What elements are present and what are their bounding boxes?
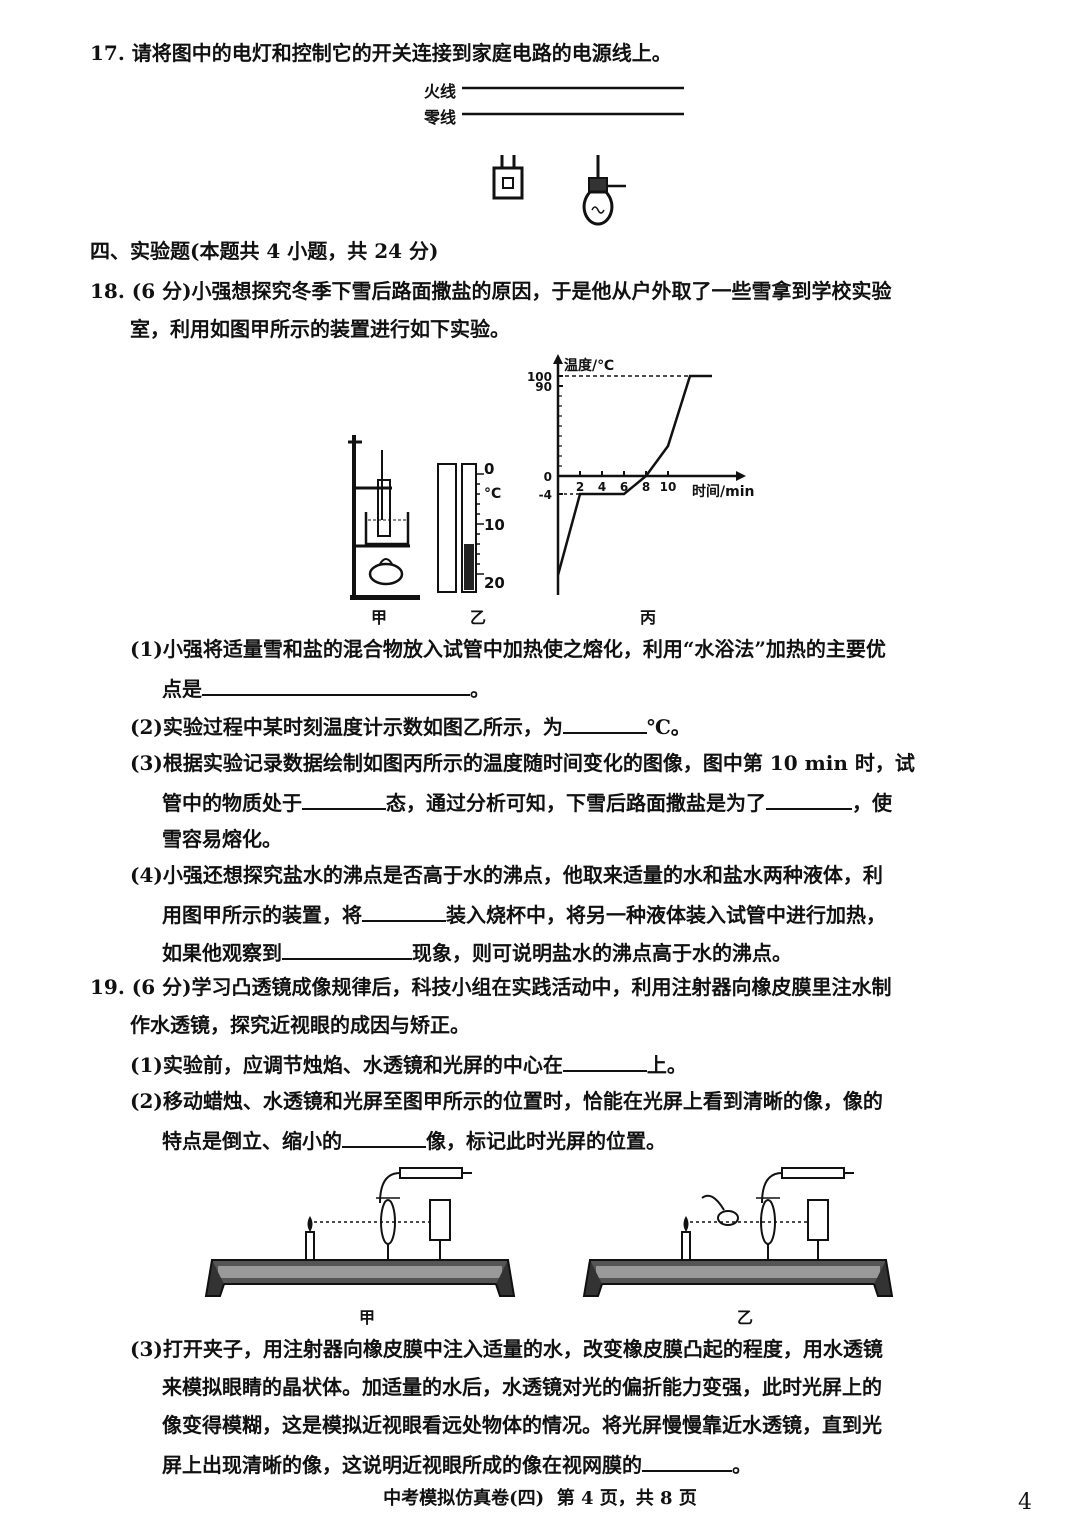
y-tick-label: 0	[544, 470, 552, 484]
glasses-icon	[701, 1194, 739, 1226]
y-tick-label: -4	[539, 488, 552, 502]
q18-p3-b2: 态，通过分析可知，下雪后路面撒盐是为了	[386, 791, 766, 815]
figure-jia-optical-bench	[204, 1167, 516, 1297]
figure-yi-thermometer	[437, 463, 484, 593]
fig-label-yi-19: 乙	[737, 1308, 754, 1327]
q19-p2-b1: 特点是倒立、缩小的	[162, 1129, 342, 1153]
q18-p1-lead: 点是	[162, 677, 202, 701]
q19-p1-end: 上。	[646, 1053, 687, 1077]
candle-icon	[681, 1216, 691, 1261]
page-number-mark: 4	[1018, 1490, 1032, 1515]
chart-y-axis-label: 温度/℃	[564, 357, 614, 374]
q18-p3-line-b: 管中的物质处于 态，通过分析可知，下雪后路面撒盐是为了 ，使	[162, 788, 892, 816]
q18-p1-line-b: 点是 。	[162, 674, 490, 702]
q19-line2: 作水透镜，探究近视眼的成因与矫正。	[130, 1013, 470, 1037]
water-lens-icon	[756, 1197, 780, 1260]
q18-p4-line-b: 用图甲所示的装置，将 装入烧杯中，将另一种液体装入试管中进行加热，	[162, 900, 886, 928]
q19-p2-b2: 像，标记此时光屏的位置。	[426, 1129, 666, 1153]
screen-icon	[807, 1199, 829, 1260]
q18-p4-b2: 装入烧杯中，将另一种液体装入试管中进行加热，	[446, 903, 886, 927]
q19-p3-line-b: 来模拟眼睛的晶状体。加适量的水后，水透镜对光的偏折能力变强，此时光屏上的	[162, 1375, 882, 1399]
thermo-tick-10: 10	[484, 516, 505, 534]
answer-blank[interactable]	[282, 938, 412, 960]
series-line-0	[556, 374, 712, 576]
answer-blank[interactable]	[302, 788, 386, 810]
answer-blank[interactable]	[562, 1050, 647, 1072]
water-lens-icon	[376, 1197, 400, 1260]
fig-label-jia: 甲	[371, 608, 388, 627]
answer-blank[interactable]	[766, 788, 852, 810]
q19-p2-line-b: 特点是倒立、缩小的 像，标记此时光屏的位置。	[162, 1126, 666, 1154]
light-bulb-icon	[582, 155, 626, 226]
q19-p1: (1)实验前，应调节烛焰、水透镜和光屏的中心在 上。	[130, 1050, 687, 1078]
x-tick-label: 2	[576, 480, 584, 494]
q18-p2: (2)实验过程中某时刻温度计示数如图乙所示，为 ℃。	[130, 712, 691, 740]
candle-icon	[305, 1216, 315, 1261]
q19-p3-line-a: (3)打开夹子，用注射器向橡皮膜中注入适量的水，改变橡皮膜凸起的程度，用水透镜	[130, 1337, 883, 1361]
q18-p1-line-a: (1)小强将适量雪和盐的混合物放入试管中加热使之熔化，利用“水浴法”加热的主要优	[130, 637, 886, 661]
answer-blank[interactable]	[642, 1450, 732, 1472]
fig-label-jia-19: 甲	[359, 1308, 376, 1327]
q18-p4-line-c: 如果他观察到 现象，则可说明盐水的沸点高于水的沸点。	[162, 938, 792, 966]
neutral-wire-label: 零线	[424, 108, 457, 127]
answer-blank[interactable]	[362, 900, 446, 922]
q19-p3-d1: 屏上出现清晰的像，这说明近视眼所成的像在视网膜的	[162, 1453, 642, 1477]
q18-p4-c1: 如果他观察到	[162, 941, 282, 965]
chart-x-axis-label: 时间/min	[692, 483, 754, 500]
q18-p3-line-c: 雪容易熔化。	[162, 827, 282, 851]
q17-circuit-diagram	[462, 86, 684, 226]
thermo-unit: °C	[484, 486, 502, 502]
x-tick-label: 8	[642, 480, 650, 494]
q18-p3-b3: ，使	[852, 791, 892, 815]
chart-y-axis-arrow	[553, 354, 563, 364]
answer-blank[interactable]	[202, 674, 470, 696]
switch-icon	[492, 155, 524, 200]
q18-p4-b1: 用图甲所示的装置，将	[162, 903, 362, 927]
q18-p2-end: ℃。	[646, 715, 691, 739]
x-tick-label: 10	[660, 480, 677, 494]
screen-icon	[429, 1199, 451, 1260]
q19-p1-lead: (1)实验前，应调节烛焰、水透镜和光屏的中心在	[130, 1053, 563, 1077]
x-tick-label: 4	[598, 480, 606, 494]
y-tick-label: 90	[535, 380, 552, 394]
q19-p3-d2: 。	[732, 1453, 752, 1477]
thermo-tick-0: 0	[484, 460, 495, 478]
figure-yi-optical-bench	[582, 1167, 894, 1297]
q18-p3-b1: 管中的物质处于	[162, 791, 302, 815]
chart-x-axis-arrow	[736, 471, 746, 481]
page-footer: 中考模拟仿真卷(四) 第 4 页，共 8 页	[383, 1488, 697, 1509]
q18-p4-line-a: (4)小强还想探究盐水的沸点是否高于水的沸点，他取来适量的水和盐水两种液体，利	[130, 863, 883, 887]
y-tick-label: 100	[527, 370, 552, 384]
q19-p2-line-a: (2)移动蜡烛、水透镜和光屏至图甲所示的位置时，恰能在光屏上看到清晰的像，像的	[130, 1089, 883, 1113]
x-tick-label: 6	[620, 480, 628, 494]
q18-line1: 18. (6 分)小强想探究冬季下雪后路面撒盐的原因，于是他从户外取了一些雪拿到…	[90, 279, 892, 303]
answer-blank[interactable]	[562, 712, 647, 734]
q17-text: 17. 请将图中的电灯和控制它的开关连接到家庭电路的电源线上。	[90, 41, 672, 65]
q18-p4-c2: 现象，则可说明盐水的沸点高于水的沸点。	[412, 941, 792, 965]
thermo-tick-20: 20	[484, 574, 505, 592]
answer-blank[interactable]	[342, 1126, 426, 1148]
q19-line1: 19. (6 分)学习凸透镜成像规律后，科技小组在实践活动中，利用注射器向橡皮膜…	[90, 975, 892, 999]
q19-p3-line-d: 屏上出现清晰的像，这说明近视眼所成的像在视网膜的 。	[162, 1450, 752, 1478]
figure-jia-apparatus	[348, 435, 420, 600]
fig-label-bing: 丙	[640, 608, 657, 627]
q18-p1-end: 。	[470, 677, 490, 701]
q19-p3-line-c: 像变得模糊，这是模拟近视眼看远处物体的情况。将光屏慢慢靠近水透镜，直到光	[162, 1413, 882, 1437]
q18-line2: 室，利用如图甲所示的装置进行如下实验。	[130, 317, 510, 341]
q18-p3-line-a: (3)根据实验记录数据绘制如图丙所示的温度随时间变化的图像，图中第 10 min…	[130, 751, 915, 775]
q18-p2-lead: (2)实验过程中某时刻温度计示数如图乙所示，为	[130, 715, 563, 739]
live-wire-label: 火线	[424, 82, 457, 101]
thermometer-scale	[476, 473, 484, 575]
section-heading: 四、实验题(本题共 4 小题，共 24 分)	[90, 239, 439, 263]
fig-label-yi: 乙	[470, 608, 487, 627]
